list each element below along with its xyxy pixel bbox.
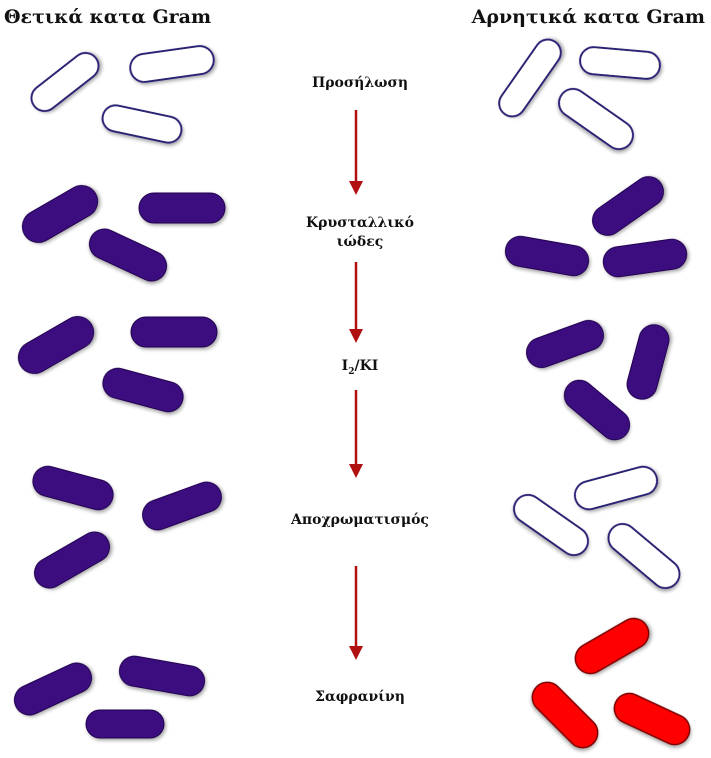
step-decolorization-label: Αποχρωματισμός — [275, 511, 445, 530]
bacterium-gram-positive-row2-2 — [139, 193, 225, 223]
bacterium-gram-positive-row3-2 — [131, 317, 217, 347]
bacterium-gram-negative-row2-2 — [503, 234, 591, 278]
step-iodine-label: I2/KI — [275, 357, 445, 382]
bacterium-gram-negative-row2-3 — [601, 237, 688, 278]
step-crystal-violet-line2: ιώδες — [337, 234, 383, 250]
bacterium-gram-positive-row4-3 — [29, 527, 115, 594]
bacterium-gram-negative-row1-3 — [554, 83, 639, 154]
bacterium-gram-positive-row1-2 — [128, 44, 215, 83]
step-crystal-violet-label: Κρυσταλλικό ιώδες — [275, 214, 445, 252]
bacterium-gram-positive-row1-1 — [26, 48, 103, 117]
bacterium-gram-positive-row5-1 — [10, 658, 97, 720]
bacterium-gram-negative-row5-2 — [526, 676, 604, 754]
step-safranin-label: Σαφρανίνη — [275, 688, 445, 707]
gram-positive-title: Θετικά κατα Gram — [4, 6, 211, 28]
arrow-1 — [349, 110, 363, 195]
arrow-2 — [349, 262, 363, 343]
bacterium-gram-positive-row5-2 — [117, 654, 207, 698]
arrow-3 — [349, 390, 363, 478]
bacterium-gram-negative-row2-1 — [587, 171, 670, 241]
step-iodine-rest: /KI — [354, 358, 378, 374]
arrow-1-head — [349, 181, 363, 195]
bacterium-gram-positive-row5-3 — [86, 710, 164, 738]
bacterium-gram-negative-row3-1 — [522, 316, 607, 372]
bacterium-gram-negative-row1-2 — [579, 46, 661, 80]
bacterium-gram-negative-row4-3 — [603, 518, 685, 593]
bacterium-gram-negative-row5-1 — [570, 613, 654, 679]
step-fixation-label: Προσήλωση — [275, 74, 445, 93]
bacterium-gram-positive-row1-3 — [100, 103, 184, 145]
bacterium-gram-negative-row4-2 — [572, 464, 660, 513]
arrow-4 — [349, 566, 363, 660]
step-crystal-violet-line1: Κρυσταλλικό — [306, 215, 414, 231]
arrow-2-head — [349, 329, 363, 343]
bacterium-gram-positive-row4-1 — [30, 463, 117, 513]
bacterium-gram-positive-row3-3 — [100, 365, 187, 415]
arrow-3-head — [349, 464, 363, 478]
bacterium-gram-positive-row4-2 — [138, 478, 225, 534]
bacterium-gram-negative-row5-3 — [609, 689, 694, 750]
bacterium-gram-negative-row3-2 — [624, 321, 673, 402]
arrow-4-head — [349, 646, 363, 660]
bacterium-gram-positive-row2-3 — [85, 224, 172, 286]
bacterium-gram-negative-row1-1 — [494, 35, 566, 122]
bacterium-gram-positive-row3-1 — [12, 311, 99, 380]
gram-negative-title: Αρνητικά κατα Gram — [472, 6, 705, 28]
bacterium-gram-negative-row3-3 — [558, 374, 636, 446]
